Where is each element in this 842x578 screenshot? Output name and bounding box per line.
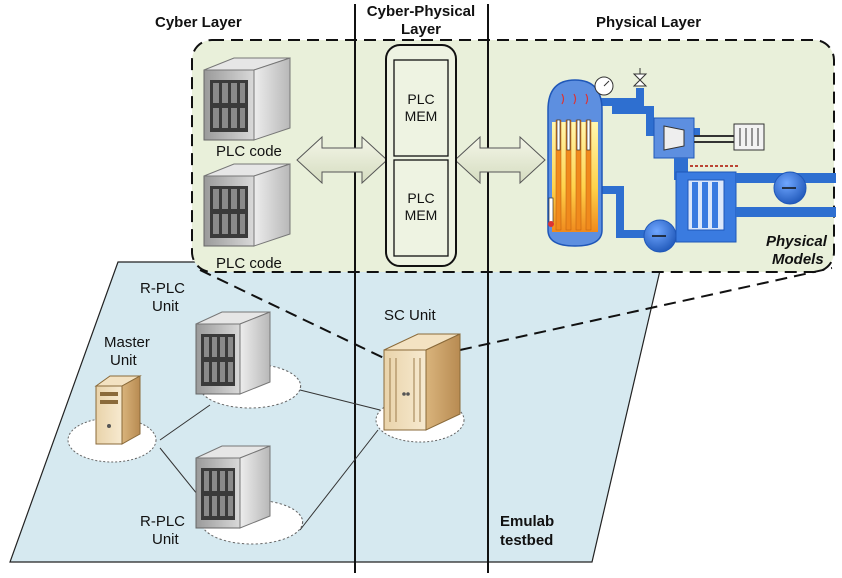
double-arrow-icon bbox=[454, 135, 546, 185]
sc-unit-label: SC Unit bbox=[384, 307, 437, 324]
master-unit-line1: Master bbox=[104, 334, 150, 351]
master-unit-icon bbox=[94, 375, 142, 445]
physical-models-line1: Physical bbox=[766, 233, 828, 250]
r-plc-server-icon bbox=[195, 311, 271, 395]
plc-mem-1-line2: MEM bbox=[405, 108, 438, 124]
r-plc-bottom-line1: R-PLC bbox=[140, 513, 185, 530]
emulab-testbed-line2: testbed bbox=[500, 532, 553, 549]
reactor-plant-icon bbox=[547, 68, 836, 253]
sc-unit-icon bbox=[383, 333, 461, 431]
emulab-testbed-line1: Emulab bbox=[500, 513, 554, 530]
cyber-physical-title-line1: Cyber-Physical bbox=[367, 3, 475, 20]
projection-line-right bbox=[459, 267, 833, 351]
r-plc-top-line1: R-PLC bbox=[140, 280, 185, 297]
cyber-physical-title-line2: Layer bbox=[401, 21, 441, 38]
server-icon bbox=[203, 57, 291, 141]
plc-mem-2-line1: PLC bbox=[407, 190, 434, 206]
projection-line-left bbox=[199, 269, 389, 361]
r-plc-server-icon bbox=[195, 445, 271, 529]
plc-code-label-1: PLC code bbox=[216, 143, 282, 160]
r-plc-bottom-line2: Unit bbox=[152, 531, 180, 548]
r-plc-top-line2: Unit bbox=[152, 298, 180, 315]
master-unit-line2: Unit bbox=[110, 352, 138, 369]
plc-mem-box-2 bbox=[393, 159, 449, 257]
plc-mem-1-line1: PLC bbox=[407, 91, 434, 107]
plc-mem-2-line2: MEM bbox=[405, 207, 438, 223]
physical-models-line2: Models bbox=[772, 251, 824, 268]
server-icon bbox=[203, 163, 291, 247]
plc-code-label-2: PLC code bbox=[216, 255, 282, 272]
plc-mem-box-1 bbox=[393, 59, 449, 157]
cyber-layer-title: Cyber Layer bbox=[155, 14, 242, 31]
physical-layer-title: Physical Layer bbox=[596, 14, 701, 31]
